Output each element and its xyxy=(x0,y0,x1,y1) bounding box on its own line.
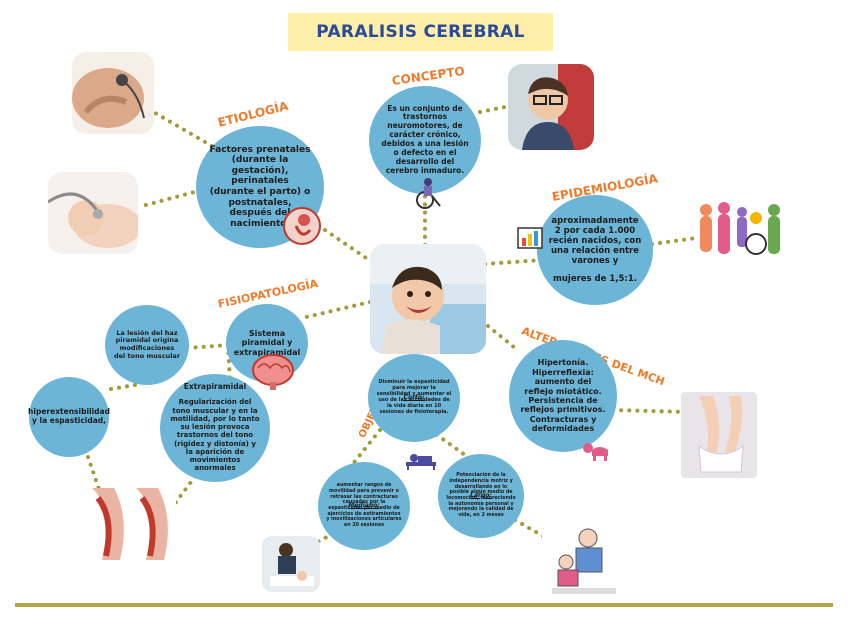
haz-piramidal-text: La lesión del haz piramidal origina modi… xyxy=(113,330,181,361)
baby-stethoscope-photo xyxy=(48,172,138,254)
therapist-child-photo xyxy=(262,536,320,592)
epidemiologia-text2: mujeres de 1,5:1. xyxy=(553,274,637,284)
hiperextensibilidad-text: hiperextensibilidad y la espasticidad, xyxy=(28,408,110,426)
hiperextensibilidad-bubble: hiperextensibilidad y la espasticidad, xyxy=(29,377,109,457)
brain-icon xyxy=(250,352,296,392)
objetivo-corto-bubble: Corto: Disminuir la espasticidad para me… xyxy=(368,354,460,442)
objetivo-corto-title: Corto: xyxy=(404,394,425,401)
boy-glasses-photo xyxy=(508,64,594,150)
baby-legs-photo xyxy=(681,392,757,478)
chart-icon xyxy=(516,226,544,252)
page-title: PARALISIS CEREBRAL xyxy=(316,22,524,42)
alteraciones-bubble: Hipertonía. Hiperreflexia: aumento del r… xyxy=(509,340,617,452)
objetivo-largo-bubble: Largo: Potenciación de la independencia … xyxy=(438,454,524,538)
crawling-baby-icon xyxy=(582,440,612,462)
therapy-sketch-photo xyxy=(542,520,626,600)
objetivo-mediano-bubble: Mediano: aumentar rangos de movilidad pa… xyxy=(318,462,410,550)
objetivo-mediano-title: Mediano: xyxy=(348,502,379,509)
muscle-tissue-photo xyxy=(84,488,176,560)
alteraciones-text: Hipertonía. Hiperreflexia: aumento del r… xyxy=(519,358,607,434)
epidemiologia-text: aproximadamente 2 por cada 1.000 recién … xyxy=(547,216,643,266)
fetus-icon xyxy=(282,206,322,246)
extrapiramidal-text: Regularización del tono muscular y en la… xyxy=(170,398,260,472)
haz-piramidal-bubble: La lesión del haz piramidal origina modi… xyxy=(105,305,189,385)
center-child-photo xyxy=(370,244,486,354)
family-icon xyxy=(694,198,786,270)
therapy-icon xyxy=(404,448,438,470)
bottom-rule xyxy=(15,603,833,607)
objetivo-largo-title: Largo: xyxy=(470,492,492,499)
smiling-child-image xyxy=(370,244,486,354)
extrapiramidal-bubble: Extrapiramidal Regularización del tono m… xyxy=(160,374,270,482)
extrapiramidal-title: Extrapiramidal xyxy=(184,383,246,392)
pregnancy-checkup-photo xyxy=(72,52,154,134)
concepto-text: Es un conjunto de trastornos neuromotore… xyxy=(379,105,471,176)
epidemiologia-bubble: aproximadamente 2 por cada 1.000 recién … xyxy=(537,195,653,305)
wheelchair-icon xyxy=(412,176,446,210)
title-banner: PARALISIS CEREBRAL xyxy=(288,13,553,51)
